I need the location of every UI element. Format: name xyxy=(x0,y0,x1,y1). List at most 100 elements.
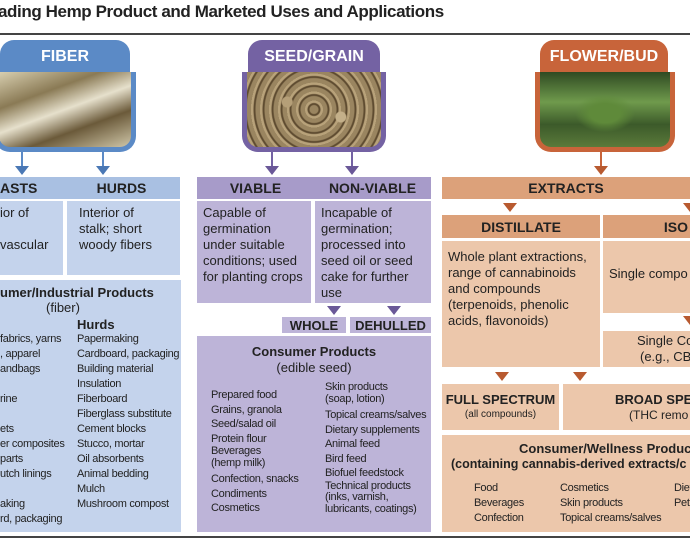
whole-label: WHOLE xyxy=(282,317,346,333)
arrow-down-icon xyxy=(265,166,279,175)
list-item: Confection, snacks xyxy=(211,473,299,485)
single-compound-box: Single Co (e.g., CBD xyxy=(603,331,690,367)
flower-consumer-subtitle: (containing cannabis-derived extracts/c xyxy=(451,457,687,471)
arrow-down-icon xyxy=(495,372,509,381)
flower-product-list-3: DietPet xyxy=(674,481,690,511)
list-item: Animal feed xyxy=(325,438,380,450)
broad-spectrum-sub: (THC remo xyxy=(629,408,689,422)
seed-product-list-2: Skin products (soap, lotion)Topical crea… xyxy=(325,381,427,518)
flower-photo xyxy=(535,72,675,152)
list-item: Papermaking xyxy=(77,333,139,345)
list-item: Bird feed xyxy=(325,452,367,465)
list-item: Beverages xyxy=(474,497,524,509)
list-item: Diet xyxy=(674,482,690,494)
arrow-down-icon xyxy=(15,166,29,175)
list-item: aking xyxy=(0,498,25,510)
list-item: rine xyxy=(0,393,18,405)
flower-consumer-title: Consumer/Wellness Produc xyxy=(519,441,690,456)
viable-header: VIABLE xyxy=(197,177,314,199)
isolate-description: Single compo xyxy=(603,241,690,313)
fiber-consumer-box: umer/Industrial Products (fiber) Hurds f… xyxy=(0,280,181,532)
dehulled-label: DEHULLED xyxy=(350,317,431,333)
list-item: ets xyxy=(0,423,14,435)
viable-description: Capable of germination under suitable co… xyxy=(197,201,311,303)
arrow-line xyxy=(600,152,602,168)
list-item: Cosmetics xyxy=(211,502,260,514)
bast-description: ior of vascular xyxy=(0,201,63,275)
list-item: fabrics, yarns xyxy=(0,333,62,345)
list-item: er composites xyxy=(0,438,65,450)
broad-spectrum-box: BROAD SPEC (THC remo xyxy=(563,384,690,430)
list-item: Stucco, mortar xyxy=(77,438,145,450)
isolate-header: ISO xyxy=(603,215,690,238)
list-item: Confection xyxy=(474,512,524,524)
list-item xyxy=(0,377,65,392)
list-item: Insulation xyxy=(77,378,122,390)
arrow-line xyxy=(102,152,104,168)
list-item: Fiberboard xyxy=(77,393,128,405)
bast-header: ASTS xyxy=(0,177,63,199)
arrow-line xyxy=(351,152,353,168)
seed-grain-header: SEED/GRAIN xyxy=(248,40,380,74)
list-item: Protein flour xyxy=(211,432,267,445)
hurds-heading: Hurds xyxy=(77,317,115,332)
figure-title: ading Hemp Product and Marketed Uses and… xyxy=(0,2,444,21)
list-item: Topical creams/salves xyxy=(560,512,662,524)
bast-desc-line: ior of xyxy=(0,205,29,220)
full-spectrum-box: FULL SPECTRUM (all compounds) xyxy=(442,384,559,430)
list-item: Seed/salad oil xyxy=(211,418,276,430)
fiber-consumer-title: umer/Industrial Products xyxy=(0,285,154,300)
list-item: Dietary supplements xyxy=(325,423,420,436)
list-item: Biofuel feedstock xyxy=(325,467,404,479)
list-item: rd, packaging xyxy=(0,513,63,525)
list-item: Animal bedding xyxy=(77,468,149,480)
single-compound-example: (e.g., CBD xyxy=(640,349,690,364)
arrow-down-icon xyxy=(387,306,401,315)
list-item: Topical creams/salves xyxy=(325,409,427,421)
bast-product-list: fabrics, yarns , apparel andbags rine ets er … xyxy=(0,332,65,527)
list-item: Cosmetics xyxy=(560,482,609,494)
list-item: Food xyxy=(474,482,498,494)
list-item: Technical products (inks, varnish, lubri… xyxy=(325,479,417,515)
non-viable-description: Incapable of germination; processed into… xyxy=(315,201,431,303)
arrow-down-icon xyxy=(503,203,517,212)
list-item: Fiberglass substitute xyxy=(77,408,172,420)
full-spectrum-sub: (all compounds) xyxy=(464,409,537,420)
full-spectrum-label: FULL SPECTRUM xyxy=(445,392,556,407)
arrow-down-icon xyxy=(594,166,608,175)
flower-bud-header: FLOWER/BUD xyxy=(540,40,668,74)
list-item xyxy=(0,407,65,422)
list-item: andbags xyxy=(0,363,41,375)
extracts-header: EXTRACTS xyxy=(442,177,690,199)
list-item: parts xyxy=(0,453,23,465)
list-item xyxy=(0,482,65,497)
arrow-line xyxy=(271,152,273,168)
seed-photo xyxy=(242,72,386,152)
list-item: , apparel xyxy=(0,348,41,360)
fiber-header: FIBER xyxy=(0,40,130,74)
list-item: Oil absorbents xyxy=(77,453,144,465)
seed-consumer-title: Consumer Products xyxy=(251,344,377,359)
arrow-down-icon xyxy=(573,372,587,381)
list-item: Cardboard, packaging xyxy=(77,348,180,360)
seed-consumer-box: Consumer Products (edible seed) Prepared… xyxy=(197,336,431,532)
broad-spectrum-label: BROAD SPEC xyxy=(615,392,690,407)
list-item: Prepared food xyxy=(211,389,277,401)
list-item: Grains, granola xyxy=(211,403,282,416)
bottom-rule xyxy=(0,536,690,538)
hurds-description: Interior of stalk; short woody fibers xyxy=(67,201,180,275)
list-item: Mushroom compost xyxy=(77,498,169,510)
non-viable-header: NON-VIABLE xyxy=(314,177,431,199)
hurds-header: HURDS xyxy=(63,177,180,199)
list-item: Pet xyxy=(674,497,690,509)
arrow-down-icon xyxy=(683,316,690,325)
arrow-down-icon xyxy=(345,166,359,175)
arrow-down-icon xyxy=(96,166,110,175)
distillate-header: DISTILLATE xyxy=(442,215,600,238)
seed-consumer-subtitle: (edible seed) xyxy=(276,360,352,375)
fiber-consumer-subtitle: (fiber) xyxy=(46,300,80,315)
